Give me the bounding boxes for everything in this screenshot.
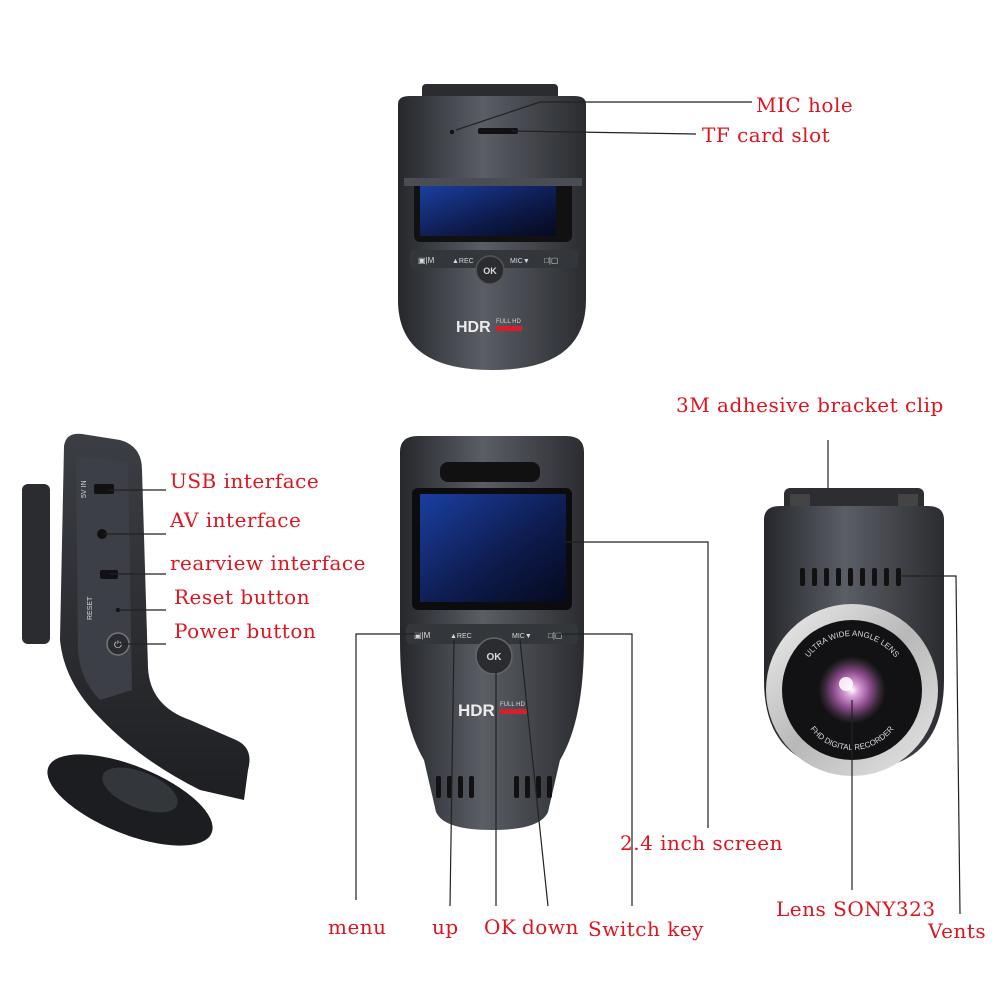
side-reset-label: RESET (87, 596, 94, 620)
side-5v-label: 5V IN (81, 480, 88, 498)
lead-mic-hole (455, 101, 752, 131)
front-ok-button (475, 637, 513, 675)
front-visor-slot (440, 462, 540, 482)
front-btn-mic: MIC▼ (512, 633, 532, 640)
lead-tf-slot (511, 130, 697, 135)
side-usb-port (94, 484, 114, 494)
side-rearview-port (100, 570, 118, 579)
top-ok-button (475, 255, 505, 285)
label-switch-key: Switch key (588, 917, 704, 941)
lead-menu (355, 633, 420, 900)
front-fullhd-bar (500, 709, 528, 714)
label-screen: 2.4 inch screen (620, 831, 783, 855)
rear-lens-glass (818, 656, 886, 724)
top-fullhd-text: FULL HD (496, 319, 521, 325)
front-btn-rec: ▲REC (450, 633, 472, 640)
front-btn-menu: ▣|M (414, 631, 431, 640)
label-usb-interface: USB interface (170, 469, 319, 493)
side-av-port (97, 529, 107, 539)
top-tf-slot (478, 128, 518, 134)
rear-clip-tab-left (790, 494, 810, 508)
front-device: ▣|M ▲REC MIC▼ □|▢ OK HDR FULL HD (400, 436, 584, 830)
label-tf-card-slot: TF card slot (702, 123, 830, 147)
front-ok-text: OK (487, 652, 503, 663)
label-down: down (522, 915, 579, 939)
label-bracket-clip: 3M adhesive bracket clip (676, 393, 944, 417)
top-btn-switch: □|▢ (544, 256, 558, 265)
label-mic-hole: MIC hole (756, 93, 853, 117)
front-button-row (406, 624, 578, 644)
front-vents (436, 776, 552, 798)
top-fullhd-bar (496, 326, 522, 331)
lead-down (519, 639, 549, 907)
rear-lens-highlight (839, 677, 853, 691)
label-lens: Lens SONY323 (776, 897, 936, 921)
front-btn-switch: □|▢ (548, 631, 562, 640)
label-reset-button: Reset button (174, 585, 310, 609)
lead-vents (900, 575, 961, 915)
label-rearview-interface: rearview interface (170, 551, 366, 575)
top-btn-menu: ▣|M (418, 256, 435, 265)
top-visor (404, 178, 582, 186)
label-vents: Vents (927, 919, 986, 943)
top-btn-mic: MIC▼ (510, 258, 530, 265)
label-ok: OK (484, 915, 517, 939)
top-mic-hole (449, 129, 455, 135)
lead-screen (566, 541, 709, 828)
side-visor (22, 484, 50, 644)
callout-labels: MIC hole TF card slot 3M adhesive bracke… (169, 93, 986, 943)
leader-lines (104, 101, 961, 915)
top-btn-rec: ▲REC (452, 258, 474, 265)
top-screen (420, 186, 556, 236)
side-power-icon: ⏻ (114, 640, 122, 651)
side-mount-joint (102, 767, 178, 813)
rear-clip-tab-right (898, 494, 918, 508)
rear-device: ULTRA WIDE ANGLE LENS FHD DIGITAL RECORD… (764, 488, 944, 776)
top-ok-text: OK (483, 266, 497, 276)
front-screen (420, 494, 566, 602)
lead-switch (556, 633, 633, 906)
label-power-button: Power button (174, 619, 316, 643)
top-hdr-logo: HDR (456, 319, 491, 336)
label-up: up (432, 915, 459, 939)
front-hdr-logo: HDR (458, 701, 495, 720)
label-menu: menu (328, 915, 387, 939)
label-av-interface: AV interface (169, 508, 301, 532)
top-device: ▣|M ▲REC MIC▼ □|▢ OK HDR FULL HD (398, 84, 586, 370)
rear-vents (800, 568, 901, 586)
side-device: ⏻ 5V IN RESET (22, 433, 250, 846)
lead-up (449, 639, 455, 907)
front-fullhd-text: FULL HD (500, 702, 525, 708)
